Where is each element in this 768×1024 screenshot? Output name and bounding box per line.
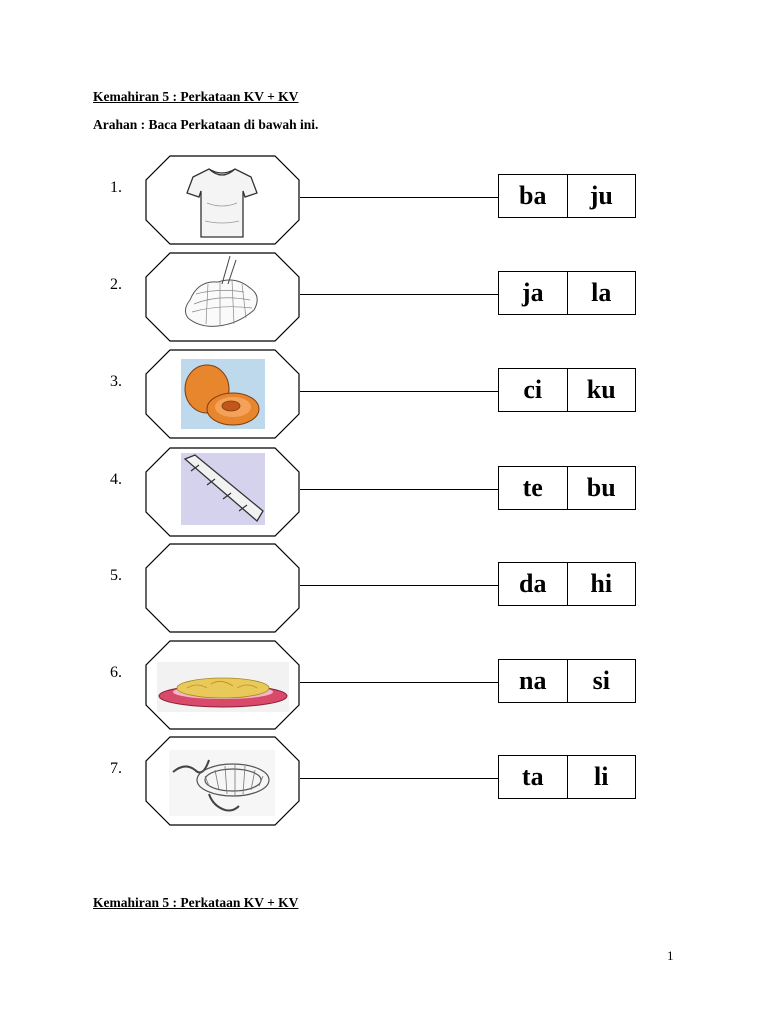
syllable-second: bu [586,473,616,502]
item-number: 3. [110,373,122,390]
rope-icon [169,750,275,816]
syllable-box: da hi [498,562,636,606]
item-number: 5. [110,567,122,584]
connector-line [300,778,498,779]
syllable-box: ja la [498,271,636,315]
syllable-second: si [592,666,610,695]
syllable-first: ja [499,272,568,314]
fishing-net-icon [184,255,258,327]
syllable-first: ba [499,175,568,217]
page-title: Kemahiran 5 : Perkataan KV + KV [93,89,299,104]
footer-title: Kemahiran 5 : Perkataan KV + KV [93,895,299,910]
picture-frame [145,736,300,826]
exercise-row-1: 1. ba ju [0,155,768,245]
item-number: 6. [110,664,122,681]
exercise-row-5: 5. da hi [0,543,768,633]
syllable-box: te bu [498,466,636,510]
syllable-second: li [594,762,609,791]
syllable-box: ta li [498,755,636,799]
syllable-first: ci [499,369,568,411]
apricot-fruit-icon [181,359,265,429]
syllable-first: ta [499,756,568,798]
syllable-first: da [499,563,568,605]
syllable-second: hi [590,569,613,598]
exercise-row-6: 6. na si [0,640,768,730]
picture-frame [145,640,300,730]
exercise-row-4: 4. te bu [0,447,768,537]
syllable-box: na si [498,659,636,703]
picture-frame [145,349,300,439]
connector-line [300,489,498,490]
syllable-second: la [591,278,612,307]
instruction-text: Arahan : Baca Perkataan di bawah ini. [93,117,319,132]
connector-line [300,682,498,683]
syllable-box: ci ku [498,368,636,412]
connector-line [300,294,498,295]
page-number: 1 [667,948,674,963]
picture-frame [145,543,300,633]
syllable-box: ba ju [498,174,636,218]
item-number: 2. [110,276,122,293]
sugarcane-icon [181,453,265,525]
picture-frame [145,155,300,245]
exercise-row-3: 3. ci ku [0,349,768,439]
exercise-row-2: 2. ja la [0,252,768,342]
connector-line [300,585,498,586]
rice-plate-icon [157,662,289,712]
exercise-row-7: 7. ta li [0,736,768,826]
picture-frame [145,252,300,342]
connector-line [300,197,498,198]
item-number: 4. [110,471,122,488]
syllable-first: te [499,467,568,509]
syllable-first: na [499,660,568,702]
shirt-icon [186,168,258,238]
connector-line [300,391,498,392]
picture-frame [145,447,300,537]
syllable-second: ku [586,375,616,404]
syllable-second: ju [589,181,613,210]
item-number: 7. [110,760,122,777]
item-number: 1. [110,179,122,196]
